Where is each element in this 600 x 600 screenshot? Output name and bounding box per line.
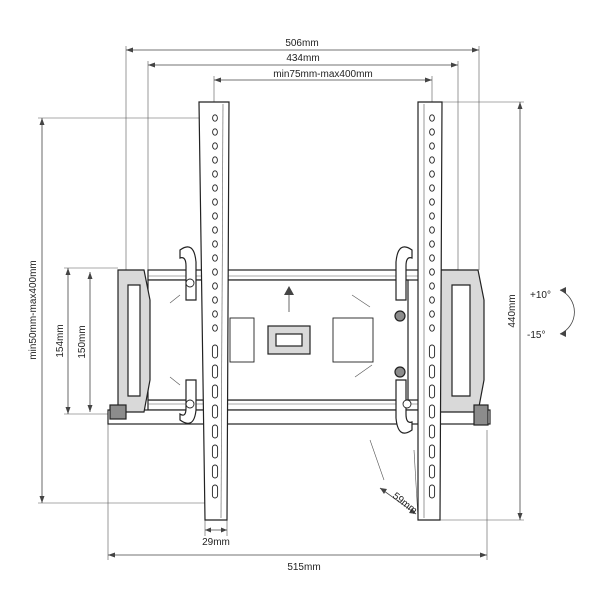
arm-hole	[429, 142, 435, 150]
arm-hole	[429, 212, 435, 220]
overall-width-label: 506mm	[285, 38, 318, 49]
arm-slot	[428, 484, 436, 499]
arm-hole	[212, 240, 218, 248]
arm-hole	[212, 184, 218, 192]
dimension-vesa-vertical: min50mm-max400mm	[28, 117, 205, 504]
depth-label: 59mm	[390, 491, 419, 517]
height-154-label: 154mm	[55, 324, 66, 357]
arm-hole	[429, 184, 435, 192]
arm-slot	[211, 424, 219, 439]
arm-hole	[212, 268, 218, 276]
arm-slot	[211, 404, 219, 419]
arm-slot	[428, 384, 436, 399]
arm-hole	[212, 324, 218, 332]
right-side-bracket	[439, 269, 489, 426]
tilt-up-label: +10°	[530, 290, 551, 301]
dimension-arm-width: 29mm	[202, 520, 230, 548]
arm-slot	[428, 364, 436, 379]
arm-slot	[428, 344, 436, 359]
right-hooks	[394, 246, 413, 434]
arm-slot	[428, 444, 436, 459]
height-150-label: 150mm	[77, 325, 88, 358]
tilt-down-label: -15°	[527, 330, 545, 341]
left-hooks	[179, 246, 197, 424]
arm-slot	[211, 444, 219, 459]
arm-hole	[429, 128, 435, 136]
bottom-width-label: 515mm	[287, 562, 320, 573]
arm-width-label: 29mm	[202, 537, 230, 548]
dimension-bottom-width: 515mm	[107, 420, 488, 573]
arm-hole	[212, 310, 218, 318]
arm-hole	[429, 170, 435, 178]
dimension-height-154: 154mm	[55, 267, 118, 415]
arm-hole	[429, 254, 435, 262]
dimension-overall-width-top: 506mm	[125, 38, 480, 270]
arm-hole	[212, 114, 218, 122]
arm-hole	[212, 226, 218, 234]
arm-hole	[429, 268, 435, 276]
right-vertical-arm	[417, 101, 443, 521]
arm-height-label: 440mm	[507, 294, 518, 327]
arm-hole	[429, 198, 435, 206]
arm-hole	[429, 114, 435, 122]
arm-slot	[211, 364, 219, 379]
dimension-vesa-horizontal: min75mm-max400mm	[213, 69, 433, 102]
dimension-rail-span: 434mm	[147, 53, 459, 270]
dimension-depth: 59mm	[369, 439, 419, 519]
arm-slot	[211, 484, 219, 499]
arm-hole	[212, 142, 218, 150]
arm-slot	[211, 384, 219, 399]
dimension-arm-height: 440mm	[440, 101, 524, 521]
arm-hole	[212, 156, 218, 164]
tilt-indicator: +10° -15°	[527, 287, 575, 341]
arm-slot	[211, 464, 219, 479]
arm-hole	[212, 254, 218, 262]
arm-hole	[212, 198, 218, 206]
arm-hole	[212, 128, 218, 136]
arm-hole	[429, 324, 435, 332]
rail-span-label: 434mm	[286, 53, 319, 64]
arm-hole	[429, 226, 435, 234]
arm-hole	[429, 310, 435, 318]
arm-slot	[428, 464, 436, 479]
left-side-bracket	[109, 269, 151, 420]
arm-hole	[212, 170, 218, 178]
arm-hole	[212, 282, 218, 290]
left-vertical-arm	[198, 101, 230, 521]
arm-hole	[429, 296, 435, 304]
arm-hole	[429, 240, 435, 248]
arm-hole	[212, 296, 218, 304]
dimension-height-150: 150mm	[77, 272, 93, 412]
arm-hole	[429, 156, 435, 164]
arm-slot	[428, 404, 436, 419]
arm-hole	[429, 282, 435, 290]
arm-slot	[211, 344, 219, 359]
arm-slot	[428, 424, 436, 439]
arm-hole	[212, 212, 218, 220]
vesa-vertical-label: min50mm-max400mm	[28, 260, 39, 359]
vesa-horizontal-label: min75mm-max400mm	[273, 69, 372, 80]
